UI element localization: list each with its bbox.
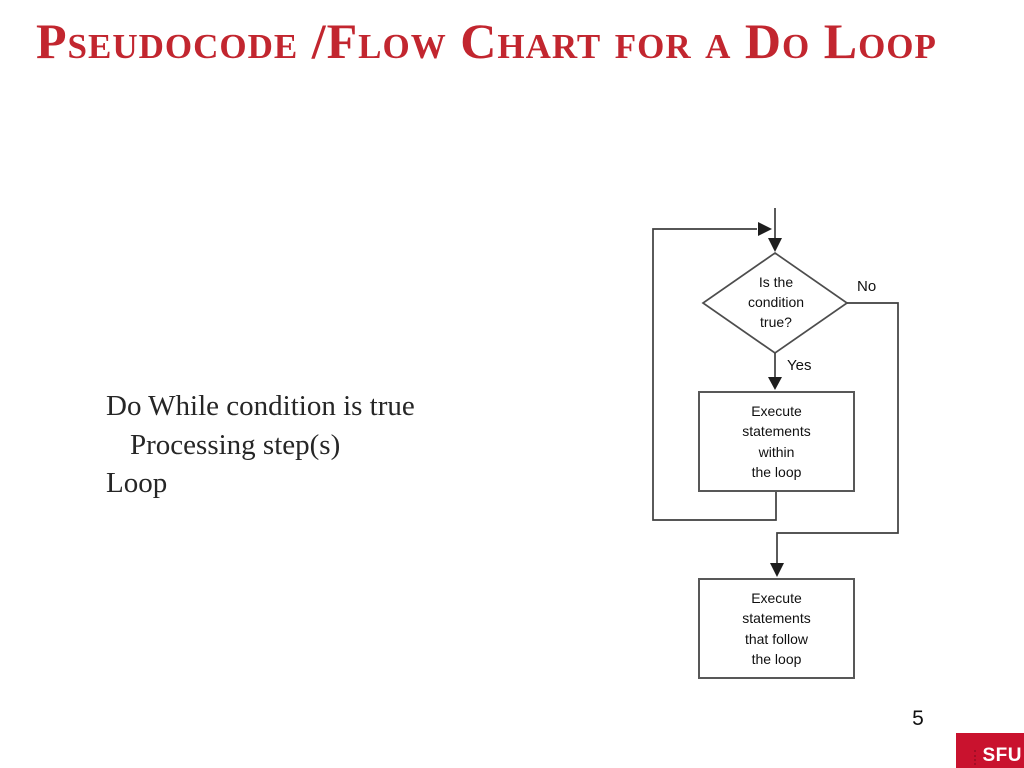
no-branch-label: No: [857, 278, 877, 295]
decision-label: Is the condition true?: [747, 274, 805, 330]
pseudocode-block: Do While condition is true Processing st…: [106, 387, 415, 503]
sfu-badge: SFU: [956, 733, 1024, 768]
pseudocode-line-2: Processing step(s): [130, 428, 341, 461]
yes-branch-label: Yes: [787, 357, 812, 374]
arrowhead-no-icon: [770, 563, 784, 577]
sfu-badge-label: SFU: [982, 745, 1022, 766]
loop-body-box: Execute statements within the loop: [698, 391, 855, 492]
pseudocode-line-3: Loop: [106, 467, 168, 499]
sfu-dots-icon: [974, 750, 976, 765]
page-number: 5: [912, 707, 924, 730]
pseudocode-line-1: Do While condition is true: [106, 390, 415, 422]
after-loop-box: Execute statements that follow the loop: [698, 578, 855, 679]
arrowhead-into-decision-icon: [768, 238, 782, 252]
arrowhead-yes-icon: [768, 377, 782, 390]
slide-title: Pseudocode /Flow Chart for a Do Loop: [36, 13, 937, 69]
arrowhead-loop-back-icon: [758, 222, 772, 236]
